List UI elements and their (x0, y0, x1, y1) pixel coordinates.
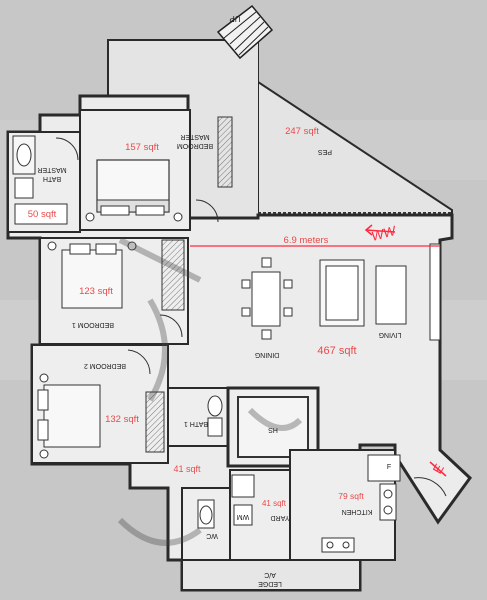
ww-mark: WW (370, 223, 399, 244)
master-bath-area-label: 50 sqft (28, 209, 57, 220)
master-bath (7, 131, 81, 233)
ww-arrow (364, 224, 396, 236)
master-bedroom-area-label: 157 sqft (125, 142, 159, 153)
household-shelter-label: HS (268, 426, 278, 433)
master-bedroom (79, 109, 233, 231)
yard-label: YARD (271, 514, 290, 521)
fridge-label: F (387, 464, 391, 471)
bedroom-1-area-label: 123 sqft (79, 286, 113, 297)
kitchen-label: KITCHEN (342, 508, 373, 515)
watermark (117, 237, 303, 546)
width-measure-label: 6.9 meters (284, 235, 329, 246)
up-label: UP (229, 14, 240, 23)
pes-area-label: 247 sqft (285, 126, 319, 137)
living-dining-area-label: 467 sqft (317, 345, 356, 357)
bedroom-1-label: BEDROOM 1 (72, 321, 114, 328)
master-bedroom-label-2: BEDROOM (177, 142, 213, 149)
dining-table (241, 257, 293, 340)
bath-1 (167, 387, 229, 447)
wm-label: WM (237, 513, 250, 520)
kitchen-area-label: 79 sqft (338, 491, 364, 501)
living-label: LIVING (379, 331, 402, 338)
master-bedroom-label-1: MASTER (180, 133, 209, 140)
bedroom-2 (31, 344, 169, 464)
master-bath-label-2: BATH (43, 175, 61, 182)
yard-area-label: 41 sqft (262, 499, 287, 508)
e-arrow (429, 461, 447, 477)
ac-ledge-label-2: LEDGE (258, 580, 282, 587)
stairs (216, 4, 274, 60)
wc-label: WC (206, 532, 218, 539)
bedroom-1 (39, 237, 189, 345)
bath-1-label: BATH 1 (184, 420, 208, 427)
bedroom-2-area-label: 132 sqft (105, 414, 139, 425)
ac-ledge-label-1: A/C (264, 571, 276, 578)
bedroom-2-label: BEDROOM 2 (84, 362, 126, 369)
master-bath-label-1: MASTER (37, 166, 66, 173)
ac-ledge-area (181, 559, 361, 591)
household-shelter (226, 386, 320, 468)
living-window (429, 243, 441, 341)
main-door (413, 477, 447, 497)
dining-label: DINING (255, 351, 280, 358)
pes-label: PES (318, 148, 332, 155)
bath-1-area-label: 41 sqft (173, 464, 201, 474)
sofa (319, 259, 407, 327)
